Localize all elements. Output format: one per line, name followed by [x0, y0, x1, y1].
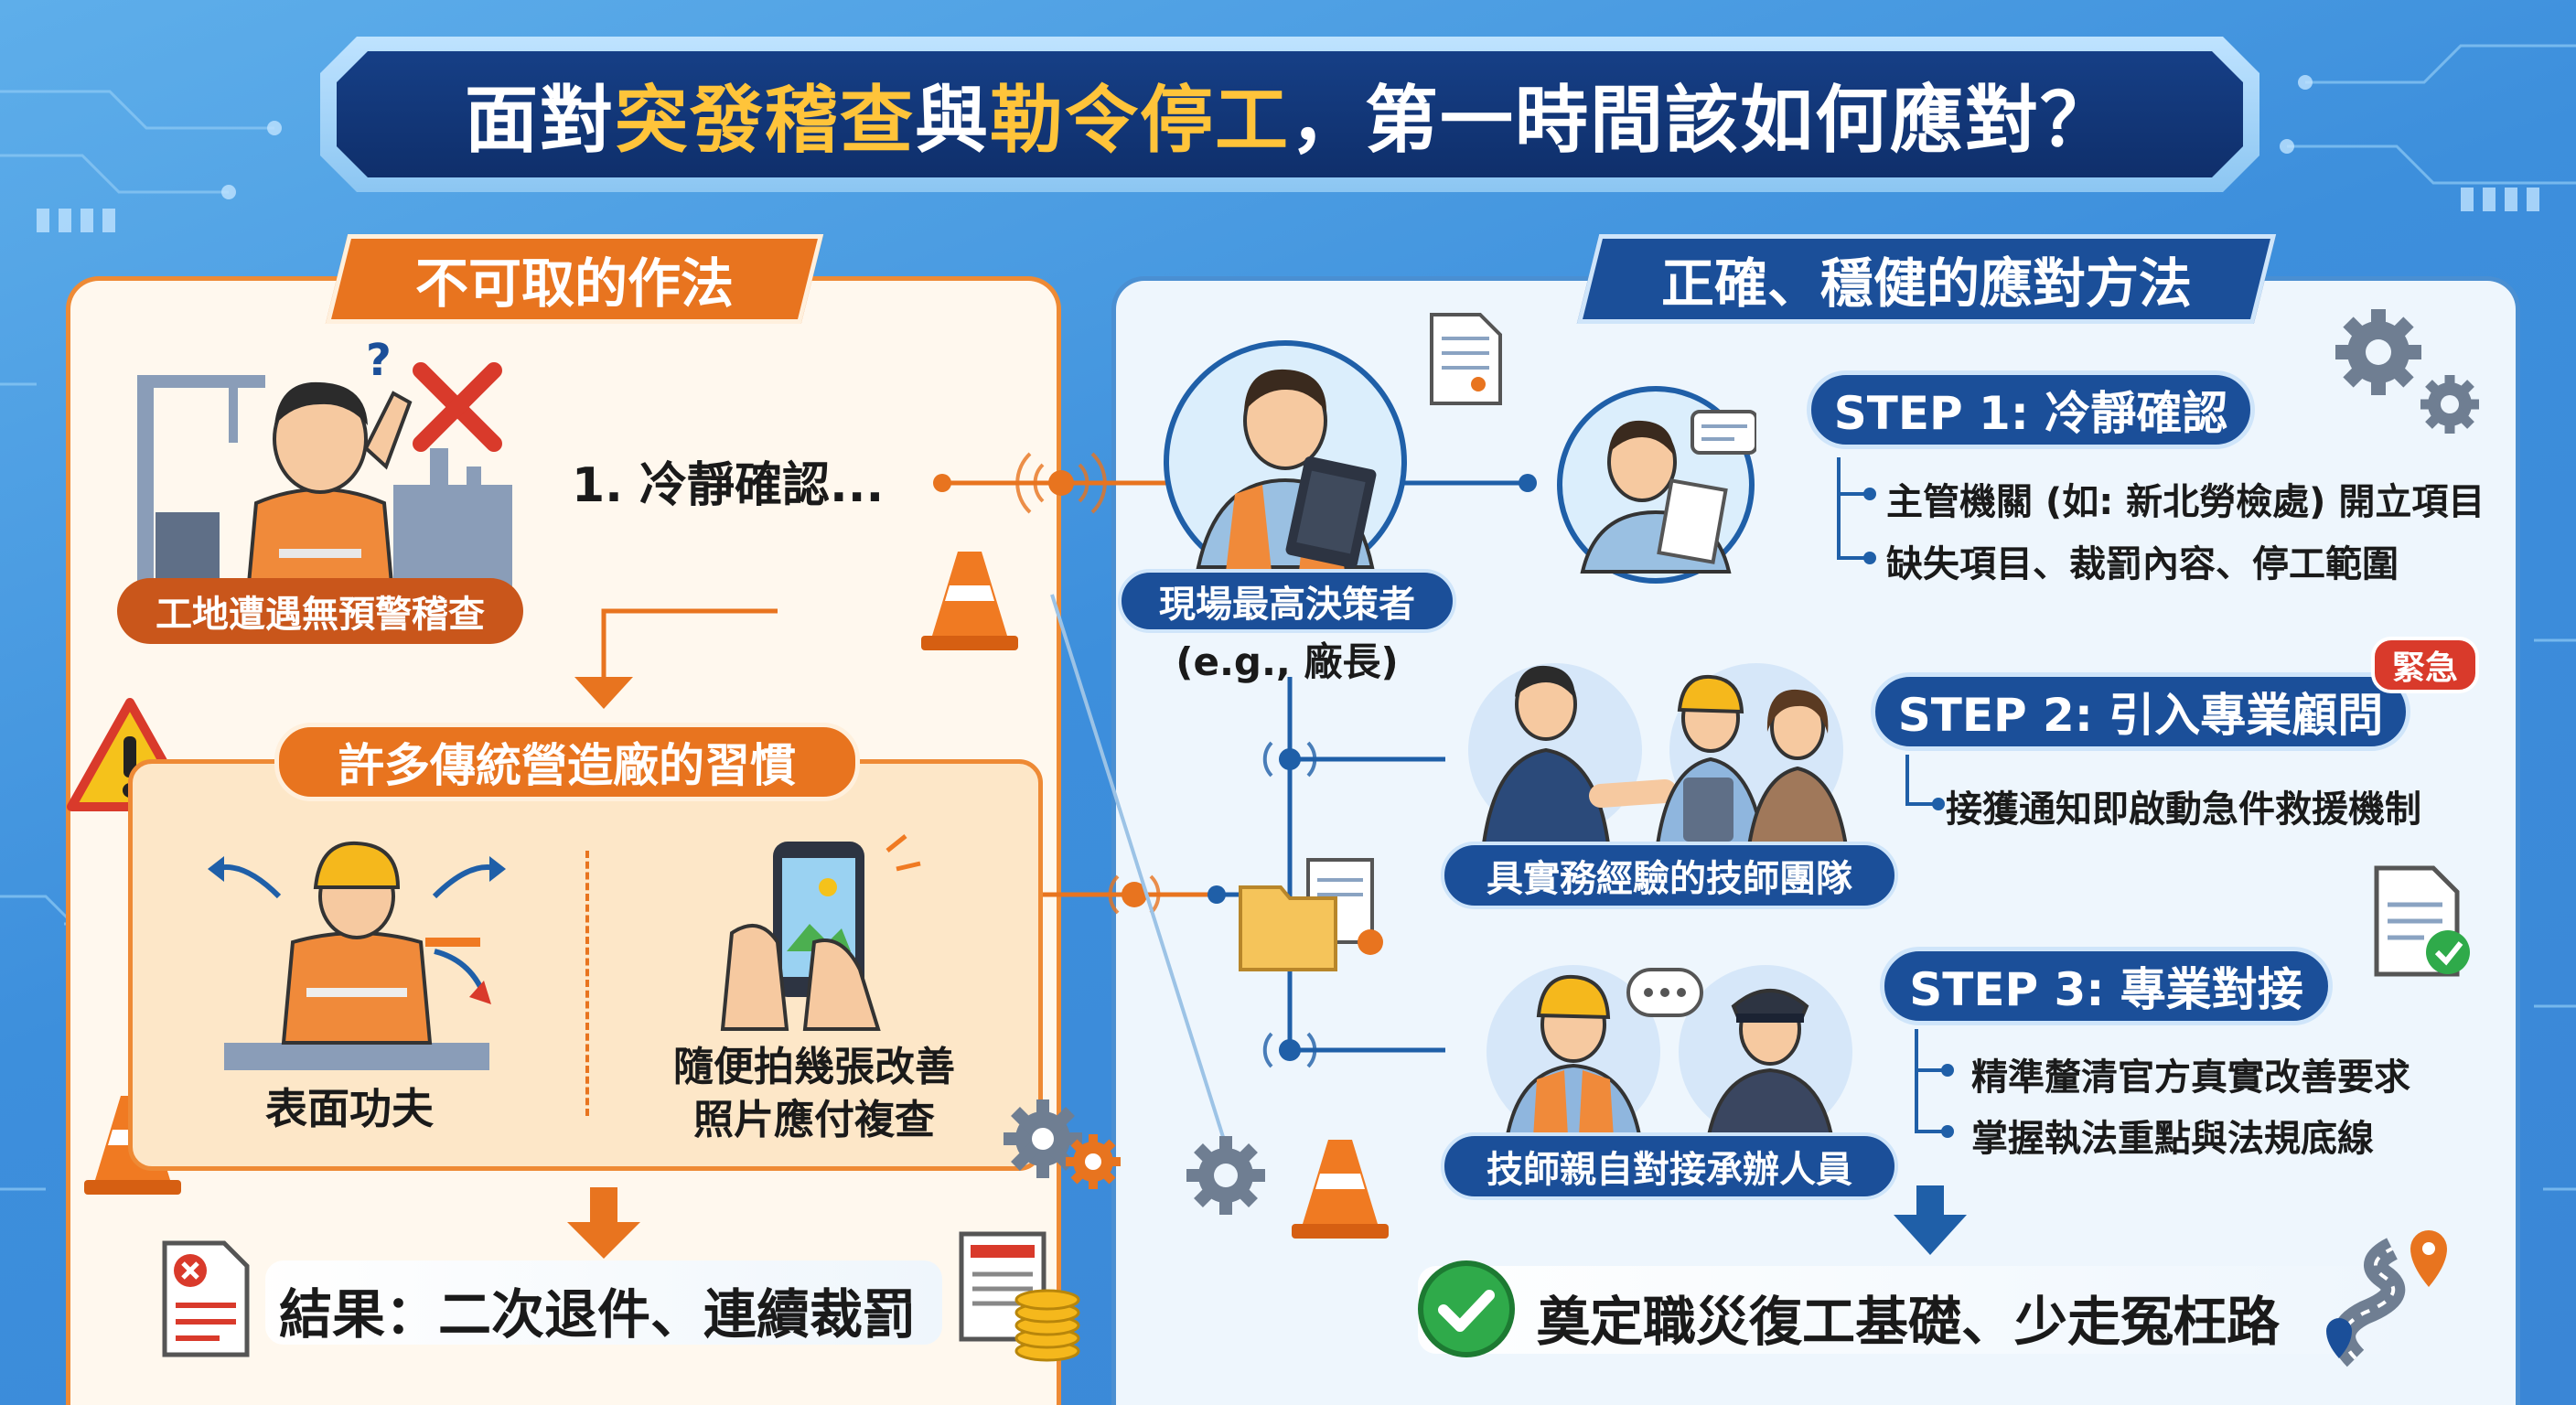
gear-icon [1004, 1099, 1121, 1189]
left-result-text: 結果：二次退件、連續裁罰 [279, 1283, 917, 1346]
arrow-down-icon [1894, 1215, 1967, 1255]
habit-photos-line2: 照片應付複查 [693, 1097, 935, 1143]
step1-label: STEP 1: 冷靜確認 [1807, 370, 2255, 449]
step2-label: STEP 2: 引入專業顧問 [1871, 672, 2410, 751]
top-decision-maker-label: 現場最高決策者 [1118, 569, 1456, 633]
habit-surface-effort: 表面功夫 [265, 1084, 434, 1133]
handshake-team-illustration [1468, 663, 1851, 860]
left-result-bar [265, 1260, 942, 1345]
traditional-habits-header: 許多傳統營造廠的習慣 [274, 723, 860, 801]
step3-bullet-connector [1915, 1029, 1954, 1138]
habit-divider [585, 851, 589, 1116]
traffic-cone-icon [1292, 1140, 1389, 1239]
unexpected-inspection-label: 工地遭遇無預警稽查 [117, 578, 523, 644]
right-result-bar [1418, 1266, 2424, 1354]
check-circle-icon [1418, 1260, 1515, 1357]
phone-photo-illustration [720, 834, 921, 1031]
step1-bullet-connector [1837, 457, 1876, 564]
engineer-liaison-illustration [1487, 965, 1852, 1153]
step2-bullet-1: 接獲通知即啟動急件救援機制 [1946, 788, 2421, 831]
urgent-badge: 緊急 [2371, 637, 2479, 693]
reviewing-document-illustration [1557, 386, 1756, 584]
approved-document-icon [2374, 865, 2470, 977]
step3-label: STEP 3: 專業對接 [1880, 947, 2333, 1025]
title-part1: 面對 [465, 78, 615, 163]
title-highlight-inspection: 突發稽查 [615, 78, 915, 163]
habit-photos-line1: 隨便拍幾張改善 [673, 1044, 955, 1090]
step1-bullet-1: 主管機關 (如: 新北勞檢處) 開立項目 [1886, 481, 2485, 523]
engineer-liaison-label: 技師親自對接承辦人員 [1441, 1132, 1898, 1200]
settings-gears-icon [2335, 309, 2479, 434]
step3-bullet-2: 掌握執法重點與法規底線 [1971, 1118, 2374, 1160]
step3-bullet-1: 精準釐清官方真實改善要求 [1971, 1056, 2410, 1099]
right-result-text: 奠定職災復工基礎、少走冤枉路 [1537, 1291, 2281, 1353]
road-map-pin-icon [2326, 1230, 2447, 1367]
experienced-engineer-team-label: 具實務經驗的技師團隊 [1441, 842, 1898, 909]
traffic-cone-icon [921, 552, 1018, 650]
site-manager-illustration [1164, 340, 1407, 584]
habit-perfunctory-photos: 隨便拍幾張改善 照片應付複查 [663, 1041, 965, 1147]
rejected-document-icon [162, 1240, 250, 1357]
top-decision-maker-example: (e.g., 廠長) [1175, 639, 1399, 684]
calm-confirm-text: 1. 冷靜確認... [572, 458, 885, 513]
step1-bullet-2: 缺失項目、裁罰內容、停工範圍 [1886, 543, 2399, 585]
worker-surface-effort-illustration [208, 841, 506, 1070]
title-highlight-stop-work: 勒令停工 [990, 78, 1290, 163]
step2-bullet-connector [1905, 755, 1945, 810]
document-icon [1430, 313, 1502, 405]
arrow-down-icon [574, 677, 633, 709]
folder-document-icon [1239, 858, 1383, 971]
gear-icon [1186, 1136, 1265, 1215]
page-title: 面對突發稽查與勒令停工，第一時間該如何應對？ [337, 51, 2243, 177]
svg-text:?: ? [366, 338, 392, 386]
title-part3: ，第一時間該如何應對？ [1290, 78, 2115, 163]
title-part2: 與 [915, 78, 990, 163]
construction-worker-confused-illustration: ? [137, 338, 512, 604]
invoice-coins-icon [959, 1231, 1080, 1362]
arrow-down-icon [567, 1222, 640, 1259]
